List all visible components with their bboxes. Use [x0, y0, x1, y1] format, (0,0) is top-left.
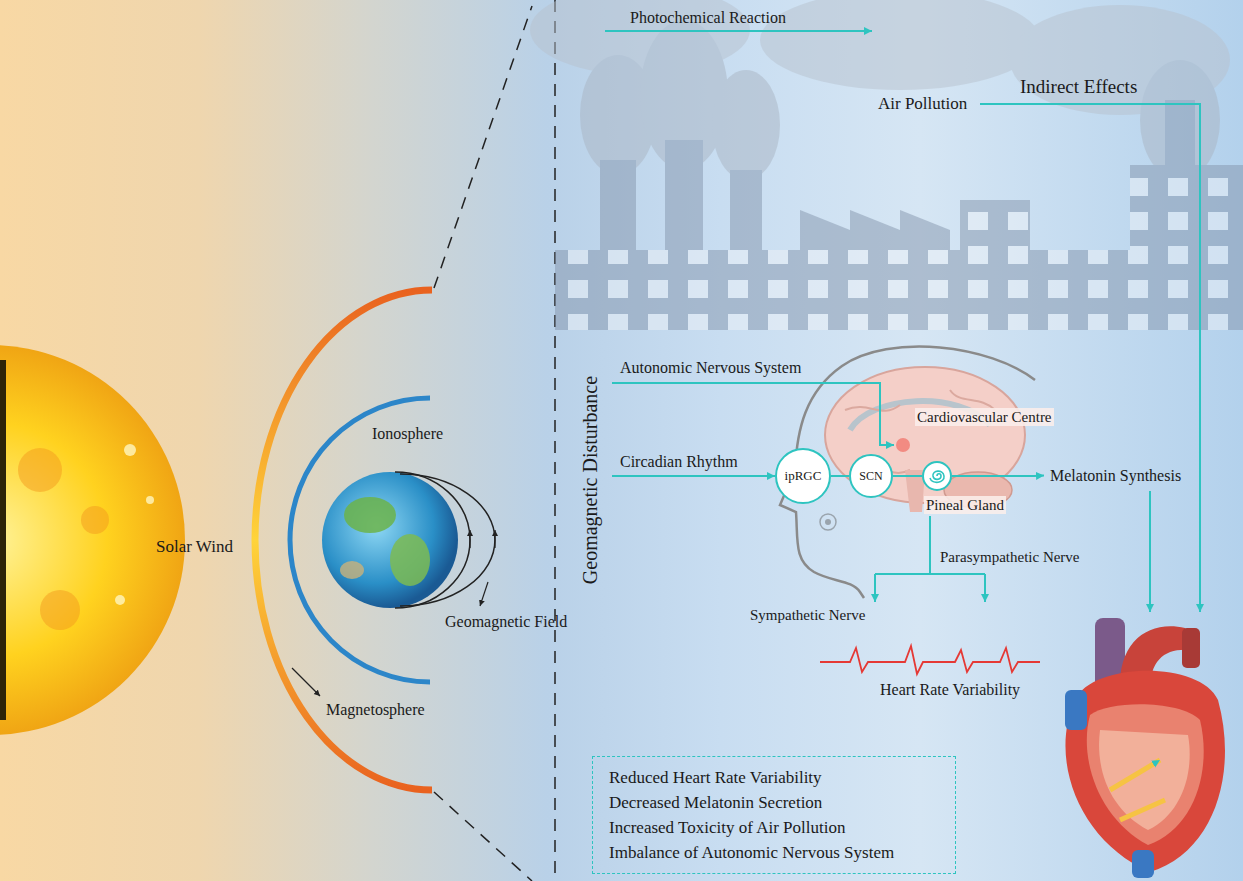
layer-label: Ionosphere	[372, 424, 443, 443]
effect-line: Increased Toxicity of Air Pollution	[609, 815, 939, 840]
signal-label: Heart Rate Variability	[880, 680, 1020, 699]
source-label: Air Pollution	[878, 94, 967, 114]
layer-label: Magnetosphere	[326, 700, 425, 719]
layer-label: Geomagnetic Field	[445, 612, 567, 631]
factory	[530, 0, 1243, 330]
pathway-label: Indirect Effects	[1020, 76, 1137, 99]
effects-box: Reduced Heart Rate VariabilityDecreased …	[592, 756, 956, 874]
pineal-icon	[924, 463, 950, 489]
pathway-connector	[612, 475, 775, 477]
pathway-arrows	[605, 31, 1200, 612]
pathway-connector	[831, 475, 849, 477]
scn-circle: SCN	[849, 454, 893, 498]
magnetosphere-arcs	[255, 290, 495, 790]
spiral	[930, 471, 944, 482]
heart	[1065, 618, 1225, 878]
iprgc-circle: ipRGC	[775, 448, 831, 504]
zoom-lines	[434, 0, 555, 881]
effect-line: Decreased Melatonin Secretion	[609, 790, 939, 815]
pathway-connector	[952, 475, 1044, 478]
melatonin-label: Melatonin Synthesis	[1050, 466, 1181, 485]
node-text: Circadian Rhythm	[620, 452, 738, 471]
pathway-connector	[893, 475, 922, 477]
section-label: Geomagnetic Disturbance	[578, 376, 602, 584]
nerve-label: Sympathetic Nerve	[750, 606, 865, 624]
effect-line: Reduced Heart Rate Variability	[609, 765, 939, 790]
structure-label: Cardiovascular Centre	[915, 408, 1054, 426]
hrv-trace	[820, 646, 1040, 674]
node-text: SCN	[859, 469, 882, 483]
node-text: ipRGC	[785, 468, 822, 484]
effect-line: Imbalance of Autonomic Nervous System	[609, 840, 939, 865]
nerve-label: Parasympathetic Nerve	[940, 548, 1080, 566]
pineal-gland: Pineal Gland	[922, 461, 952, 491]
node-text: Melatonin Synthesis	[1050, 466, 1181, 485]
arrow-label: Photochemical Reaction	[630, 8, 786, 27]
pathway-label: Autonomic Nervous System	[620, 358, 801, 377]
rhythm-label: Circadian Rhythm	[620, 452, 738, 471]
node-text: Pineal Gland	[924, 496, 1006, 514]
sun-label: Solar Wind	[156, 537, 233, 557]
